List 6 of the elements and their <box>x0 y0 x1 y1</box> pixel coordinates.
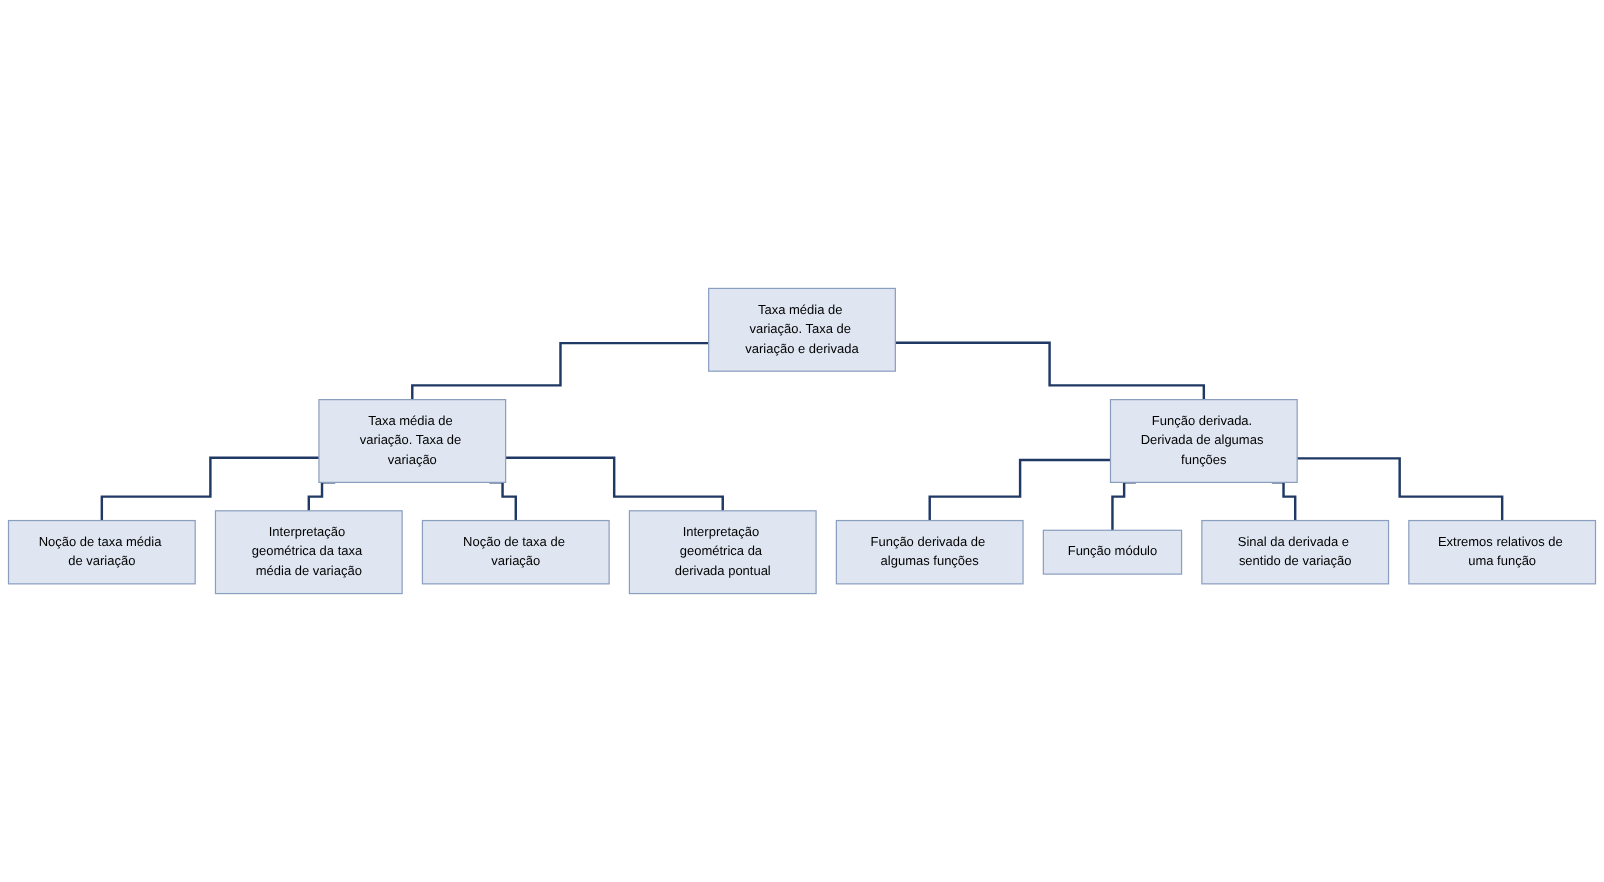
connector <box>895 341 1206 401</box>
connector <box>505 456 724 512</box>
connector <box>100 456 319 522</box>
connector <box>928 458 1111 522</box>
connector <box>1297 457 1504 522</box>
connector <box>411 341 709 401</box>
